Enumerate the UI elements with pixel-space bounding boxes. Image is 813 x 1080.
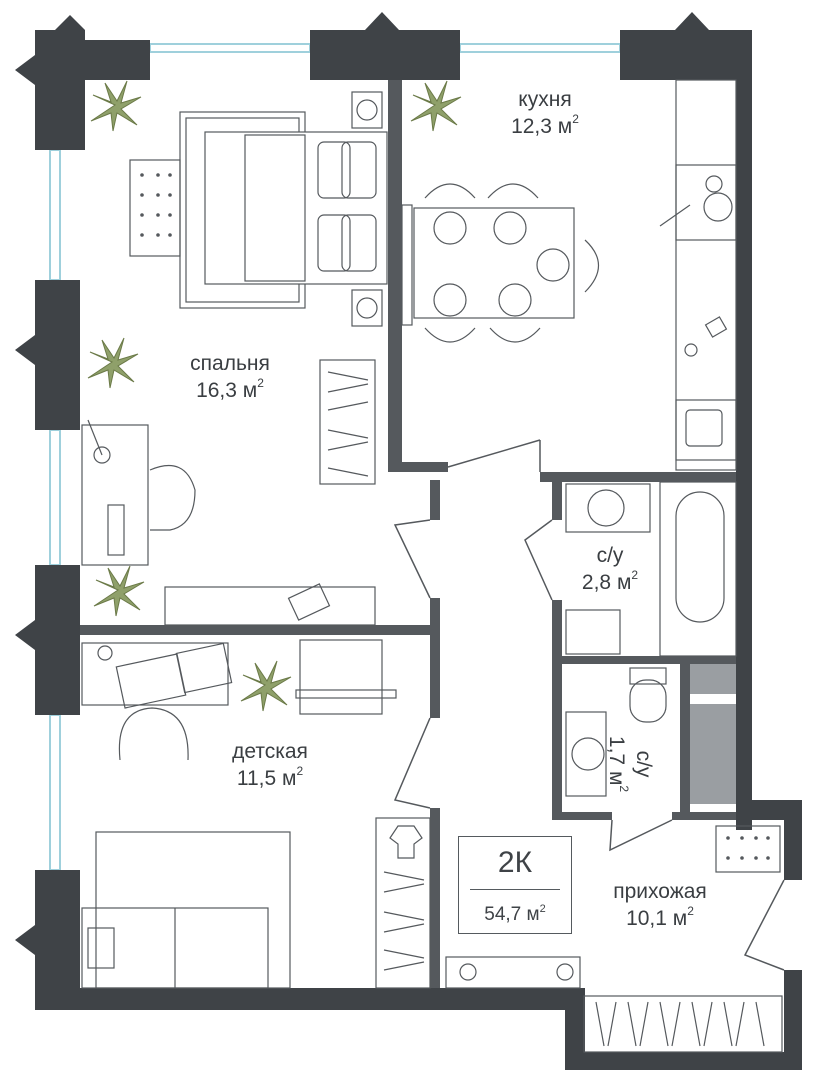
room-area: 12,3 м2 [511,112,579,138]
room-name: с/у [596,544,624,567]
wall-kitchen-left [388,80,402,470]
room-name: с/у [632,750,655,778]
bed [179,91,388,327]
wall-bath2-bottom [552,812,612,820]
room-name: кухня [518,88,572,111]
doors [393,439,785,971]
hallway-furniture [445,825,783,1053]
hallway-mat-pattern [726,836,770,860]
window-left-3 [49,714,61,871]
room-label-bathroom-1: с/у 2,8 м2 [555,542,665,596]
pillar-tip [55,15,85,30]
wall-bedroom-nursery [80,625,430,635]
toilet-room [565,667,667,797]
pillar-left-4 [15,870,80,1010]
wall-stub-2 [430,598,440,718]
entrance-door [743,879,785,971]
bath2-door [609,819,673,852]
room-label-bedroom: спальня 16,3 м2 [160,350,300,404]
wall-kitchen-bottom [388,462,448,472]
bedroom-door [393,519,431,599]
wall-bottom [35,988,585,1010]
kitchen-counter [659,79,737,471]
wall-bath-divider [560,656,736,664]
nursery-door [393,717,431,809]
apartment-total-area: 54,7 м2 [484,903,546,925]
room-area: 2,8 м2 [581,568,639,594]
bedroom-desk [81,419,376,626]
nursery-wardrobe [375,817,431,989]
interior-walls [80,80,736,988]
bedroom-wardrobe [319,359,376,485]
shoe-cabinet [445,956,581,989]
plant-icon [90,80,142,132]
room-name: спальня [190,352,270,375]
room-label-bathroom-2: с/у 1,7 м2 [603,709,657,819]
bath1-door [524,519,553,601]
nursery-bed [95,831,291,989]
badge-divider [470,889,560,890]
rug [129,159,181,257]
wall-stub-3 [430,808,440,988]
wall-bath1-left [552,480,562,520]
toy-storage [299,639,383,715]
wall-bottom-step [565,988,585,1070]
wall-bath-left [552,600,562,820]
rug-pattern [140,173,172,237]
hallway-wardrobe [583,995,783,1053]
wall-bottom-right [565,1052,802,1070]
nursery-furniture [81,639,431,989]
pillar-top-right [620,12,752,80]
wall-bath-top [540,472,736,482]
room-name: прихожая [613,880,707,903]
apartment-badge: 2К 54,7 м2 [458,836,572,934]
room-area: 11,5 м2 [236,764,304,790]
ventilation-shaft [690,664,736,804]
wall-bath2-bottom-right [672,812,736,820]
pillar-left-2 [15,280,80,430]
room-name: детская [232,740,308,763]
pillar-top-middle [310,12,460,80]
room-label-kitchen: кухня 12,3 м2 [480,86,610,140]
kitchen-table [401,183,599,343]
room-label-nursery: детская 11,5 м2 [200,738,340,792]
hallway-mat [715,825,781,873]
wall-right [736,30,752,830]
plant-icon [93,565,145,617]
window-left-2 [49,429,61,566]
plant-icon [410,80,462,132]
plant-icon [87,337,139,389]
window-top-left [149,43,311,53]
wall-right-lower [784,800,802,880]
wall-shaft [680,664,690,814]
plants [87,80,462,712]
room-area: 1,7 м2 [605,735,631,793]
pillar-left-3 [15,565,80,715]
kitchen-door [447,439,541,472]
pillar-top-left [15,30,150,150]
wall-right-bottom [784,970,802,1070]
apartment-type: 2К [497,846,533,879]
wall-stub-1 [430,480,440,520]
bathtub [565,481,737,657]
bedroom-bench [164,586,376,626]
room-area: 16,3 м2 [196,376,264,402]
room-area: 10,1 м2 [626,904,694,930]
window-left-1 [49,149,61,281]
plant-icon [240,660,292,712]
room-label-hallway: прихожая 10,1 м2 [585,878,735,932]
window-top-right [459,43,621,53]
walls [15,12,802,1070]
